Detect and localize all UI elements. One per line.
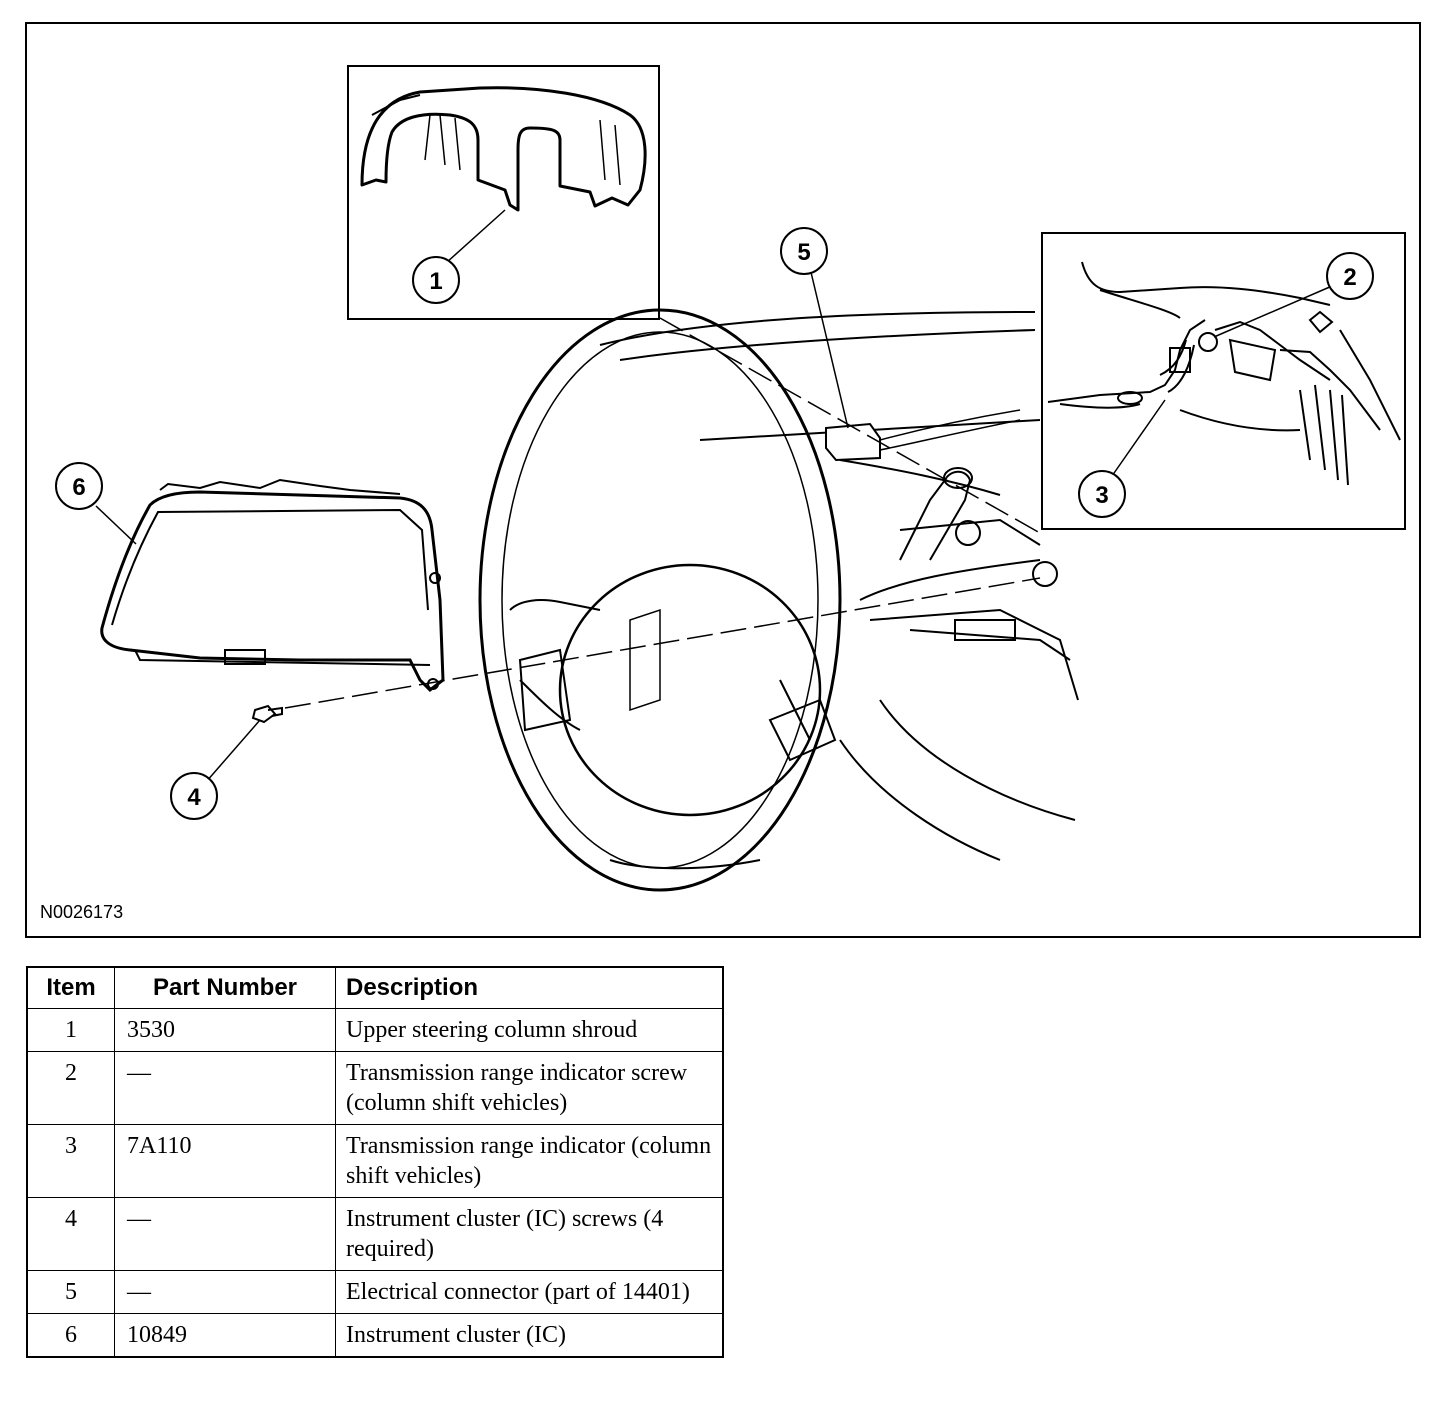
table-header-row: Item Part Number Description [26, 966, 724, 1009]
steering-wheel-drawing [478, 308, 1079, 892]
cell-description: Transmission range indicator (column shi… [335, 1124, 724, 1198]
exploded-view-diagram: 1 2 3 4 5 6 [55, 65, 1406, 892]
header-description: Description [335, 966, 724, 1009]
table-row: 5 — Electrical connector (part of 14401) [26, 1270, 724, 1314]
cell-description: Instrument cluster (IC) [335, 1313, 724, 1358]
table-row: 2 — Transmission range indicator screw (… [26, 1051, 724, 1125]
alignment-lines [284, 317, 1041, 709]
cell-item: 5 [26, 1270, 115, 1314]
callout-6: 6 [55, 462, 103, 510]
cell-description: Instrument cluster (IC) screws (4 requir… [335, 1197, 724, 1271]
cell-description: Electrical connector (part of 14401) [335, 1270, 724, 1314]
range-indicator-drawing [1047, 261, 1401, 486]
callout-label: 4 [187, 784, 201, 811]
figure-id: N0026173 [40, 902, 124, 922]
inset-shroud [347, 65, 660, 320]
cell-part-number: 7A110 [114, 1124, 336, 1198]
cell-part-number: 3530 [114, 1008, 336, 1052]
cell-item: 4 [26, 1197, 115, 1271]
cell-part-number: — [114, 1197, 336, 1271]
callout-label: 2 [1343, 264, 1356, 291]
callout-label: 6 [72, 474, 85, 501]
parts-table: Item Part Number Description 1 3530 Uppe… [26, 966, 724, 1358]
callout-1: 1 [412, 256, 460, 304]
ic-screw [205, 704, 283, 783]
callout-2: 2 [1326, 252, 1374, 300]
table-row: 4 — Instrument cluster (IC) screws (4 re… [26, 1197, 724, 1271]
callout-3: 3 [1078, 470, 1126, 518]
cell-item: 1 [26, 1008, 115, 1052]
figure-frame [25, 22, 1421, 938]
callout-label: 1 [429, 268, 442, 295]
cell-item: 2 [26, 1051, 115, 1125]
callout-4: 4 [170, 772, 218, 820]
header-part-number: Part Number [114, 966, 336, 1009]
cell-part-number: 10849 [114, 1313, 336, 1358]
table-row: 6 10849 Instrument cluster (IC) [26, 1313, 724, 1358]
cell-item: 3 [26, 1124, 115, 1198]
header-item: Item [26, 966, 115, 1009]
cell-item: 6 [26, 1313, 115, 1358]
callout-label: 5 [797, 239, 810, 266]
callout-label: 3 [1095, 482, 1108, 509]
cell-description: Upper steering column shroud [335, 1008, 724, 1052]
upper-shroud-drawing [360, 86, 647, 212]
table-row: 3 7A110 Transmission range indicator (co… [26, 1124, 724, 1198]
cell-part-number: — [114, 1270, 336, 1314]
cell-part-number: — [114, 1051, 336, 1125]
table-row: 1 3530 Upper steering column shroud [26, 1008, 724, 1052]
electrical-connector [809, 267, 1021, 462]
cell-description: Transmission range indicator screw (colu… [335, 1051, 724, 1125]
callout-5: 5 [780, 227, 828, 275]
instrument-cluster [95, 478, 445, 692]
